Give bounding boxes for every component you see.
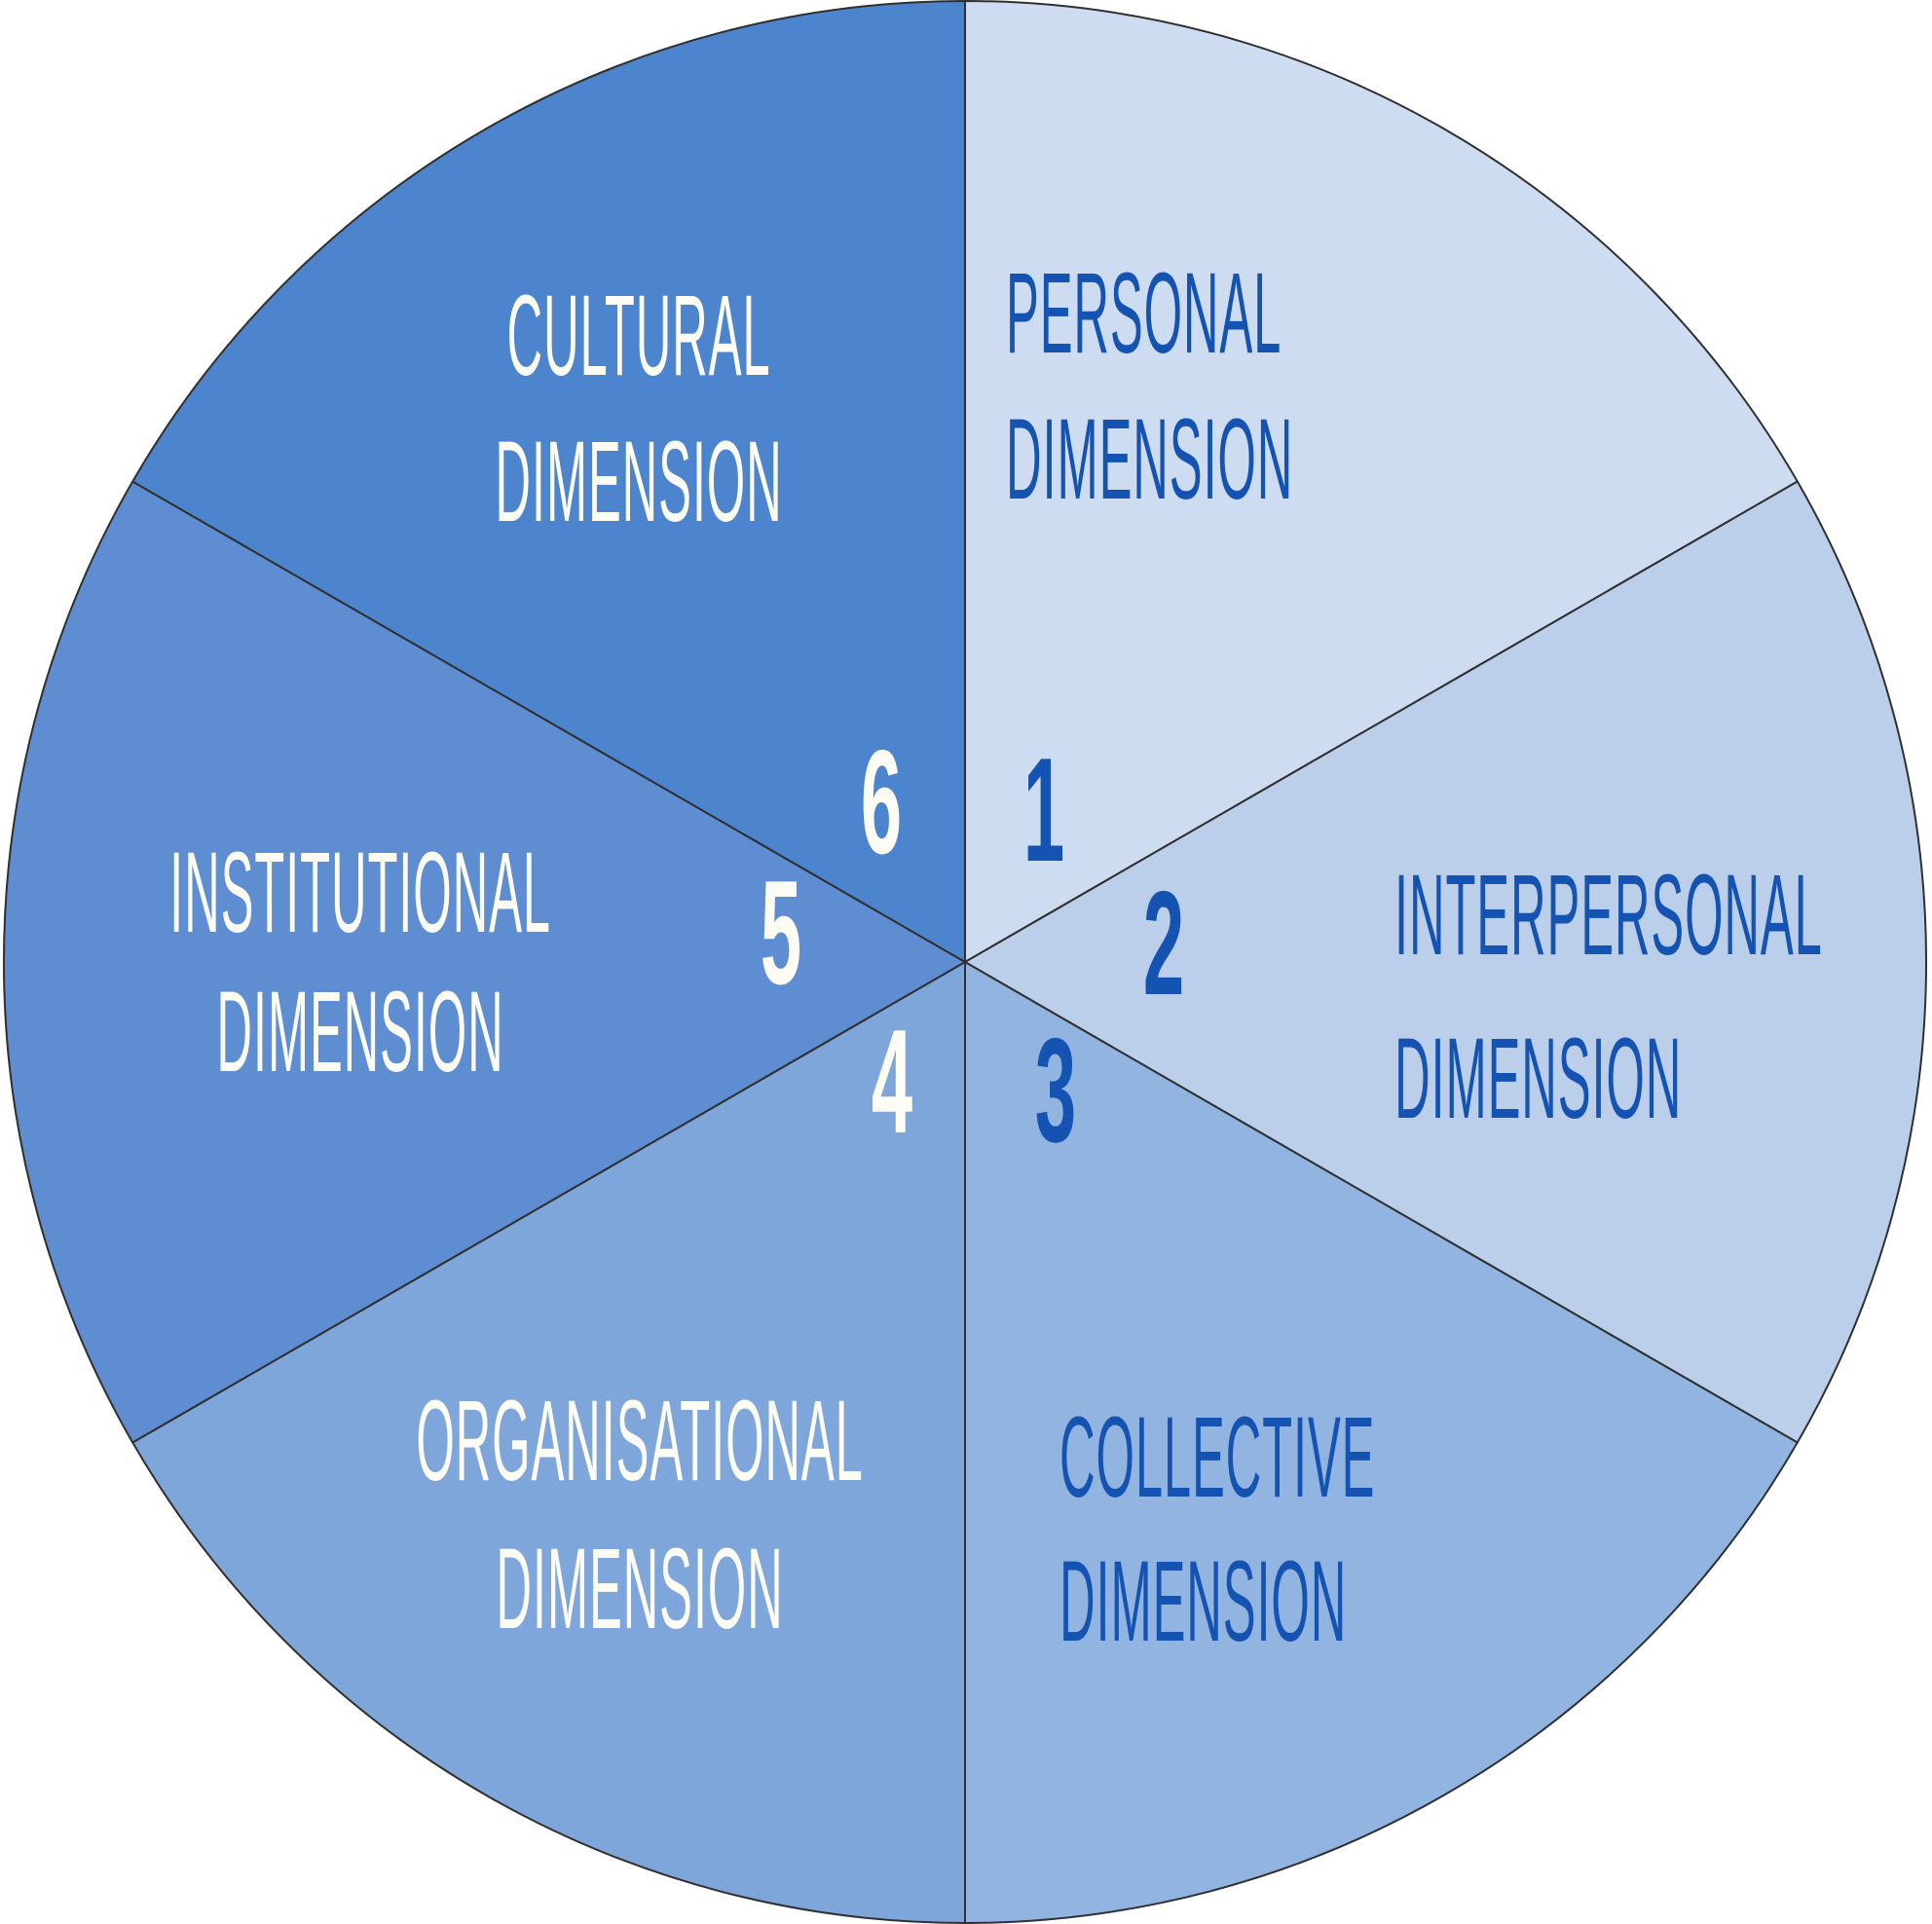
institutional-number: 5 bbox=[761, 850, 801, 1015]
collective-number: 3 bbox=[1035, 1008, 1076, 1172]
wedge-personal-segment bbox=[964, 0, 1799, 963]
organisational-label-line2: DIMENSION bbox=[496, 1526, 783, 1653]
interpersonal-label-line2: DIMENSION bbox=[1394, 1016, 1682, 1143]
wedge-organisational-segment bbox=[131, 961, 966, 1924]
organisational-number: 4 bbox=[872, 999, 912, 1164]
wedge-cultural-segment bbox=[131, 0, 966, 963]
personal-label-line1: PERSONAL bbox=[1006, 250, 1282, 378]
wedge-collective-segment bbox=[964, 961, 1799, 1924]
wedge-interpersonal-segment bbox=[964, 480, 1928, 1444]
collective-label-line2: DIMENSION bbox=[1059, 1538, 1347, 1666]
interpersonal-label-line1: INTERPERSONAL bbox=[1394, 852, 1823, 980]
interpersonal-number: 2 bbox=[1143, 861, 1184, 1025]
organisational-label-line1: ORGANISATIONAL bbox=[416, 1378, 863, 1505]
collective-label-line1: COLLECTIVE bbox=[1059, 1394, 1375, 1522]
cultural-label-line1: CULTURAL bbox=[507, 273, 771, 400]
cultural-number: 6 bbox=[861, 720, 902, 884]
institutional-label-line1: INSTITUTIONAL bbox=[169, 830, 551, 957]
institutional-label-line2: DIMENSION bbox=[216, 969, 503, 1096]
cultural-label-line2: DIMENSION bbox=[495, 419, 782, 546]
personal-number: 1 bbox=[1023, 727, 1064, 892]
wedge-institutional-segment bbox=[2, 480, 966, 1444]
personal-label-line2: DIMENSION bbox=[1006, 396, 1293, 524]
